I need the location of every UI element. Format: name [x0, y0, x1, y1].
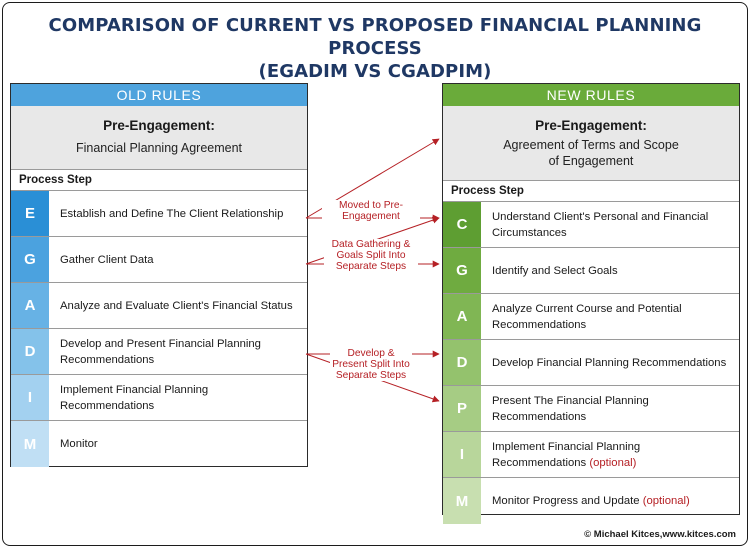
old-step-text: Analyze and Evaluate Client's Financial …	[60, 299, 293, 312]
page-title: COMPARISON OF CURRENT VS PROPOSED FINANC…	[0, 14, 750, 83]
old-step-row: I Implement Financial Planning Recommend…	[11, 375, 307, 421]
new-step-letter: P	[443, 386, 481, 431]
new-step-main-text: Analyze Current Course and Potential Rec…	[492, 302, 682, 331]
old-step-letter: M	[11, 421, 49, 467]
old-step-text: Monitor	[60, 438, 98, 450]
new-process-step-label: Process Step	[443, 181, 739, 202]
title-line-2: (EGADIM VS CGADPIM)	[258, 61, 492, 82]
old-step-text: Develop and Present Financial Planning R…	[60, 337, 261, 366]
new-step-row: M Monitor Progress and Update (optional)	[443, 478, 739, 524]
new-step-main-text: Present The Financial Planning Recommend…	[492, 394, 649, 423]
label-data-gathering-split: Data Gathering & Goals Split Into Separa…	[324, 239, 418, 272]
new-step-text: Monitor Progress and Update (optional)	[492, 478, 737, 524]
old-process-step-label: Process Step	[11, 170, 307, 191]
new-step-row: G Identify and Select Goals	[443, 248, 739, 294]
old-pre-engagement-title: Pre-Engagement:	[103, 118, 215, 133]
new-step-text-part: Monitor Progress and Update	[492, 495, 640, 507]
new-step-row: P Present The Financial Planning Recomme…	[443, 386, 739, 432]
new-pre-engagement: Pre-Engagement: Agreement of Terms and S…	[443, 106, 739, 181]
new-step-row: I Implement Financial Planning Recommend…	[443, 432, 739, 478]
new-step-main-text: Understand Client's Personal and Financi…	[492, 210, 709, 239]
new-step-text: Develop Financial Planning Recommendatio…	[492, 340, 737, 385]
old-step-letter: A	[11, 283, 49, 328]
old-step-row: A Analyze and Evaluate Client's Financia…	[11, 283, 307, 329]
new-rules-header: NEW RULES	[443, 84, 739, 106]
old-step-text: Implement Financial Planning Recommendat…	[60, 383, 209, 412]
new-step-text: Identify and Select Goals	[492, 248, 737, 293]
title-line-1: COMPARISON OF CURRENT VS PROPOSED FINANC…	[48, 15, 702, 59]
old-rules-header: OLD RULES	[11, 84, 307, 106]
old-step-row: E Establish and Define The Client Relati…	[11, 191, 307, 237]
old-step-row: M Monitor	[11, 421, 307, 467]
new-step-letter: G	[443, 248, 481, 293]
old-step-row: D Develop and Present Financial Planning…	[11, 329, 307, 375]
old-step-text: Gather Client Data	[60, 253, 154, 266]
new-step-text: Understand Client's Personal and Financi…	[492, 202, 737, 247]
credit-site[interactable]: www.kitces.com	[662, 529, 736, 540]
old-step-letter: D	[11, 329, 49, 374]
new-step-text-part: Implement Financial Planning Recommendat…	[492, 440, 641, 469]
credit-author: © Michael Kitces,	[584, 529, 663, 540]
optional-tag: (optional)	[642, 495, 690, 507]
old-rules-panel: OLD RULES Pre-Engagement: Financial Plan…	[10, 83, 308, 467]
new-pre-engagement-subtitle: Agreement of Terms and Scope of Engageme…	[503, 138, 679, 168]
credit-line: © Michael Kitces,www.kitces.com	[584, 529, 736, 540]
new-step-letter: A	[443, 294, 481, 339]
new-step-row: D Develop Financial Planning Recommendat…	[443, 340, 739, 386]
new-step-text: Implement Financial Planning Recommendat…	[492, 432, 737, 477]
new-rules-panel: NEW RULES Pre-Engagement: Agreement of T…	[442, 83, 740, 524]
old-step-row: G Gather Client Data	[11, 237, 307, 283]
new-step-letter: D	[443, 340, 481, 385]
new-step-text: Analyze Current Course and Potential Rec…	[492, 294, 737, 339]
label-moved-to-pre-engagement: Moved to Pre-Engagement	[322, 200, 420, 222]
new-step-letter: C	[443, 202, 481, 247]
label-develop-present-split: Develop & Present Split Into Separate St…	[330, 348, 412, 381]
new-pre-engagement-title: Pre-Engagement:	[535, 118, 647, 133]
old-pre-engagement-subtitle: Financial Planning Agreement	[75, 141, 243, 155]
new-step-row: C Understand Client's Personal and Finan…	[443, 202, 739, 248]
optional-tag: (optional)	[589, 456, 637, 469]
new-step-main-text: Monitor Progress and Update (optional)	[492, 493, 690, 509]
old-step-letter: I	[11, 375, 49, 420]
new-step-row: A Analyze Current Course and Potential R…	[443, 294, 739, 340]
old-pre-engagement: Pre-Engagement: Financial Planning Agree…	[11, 106, 307, 170]
new-step-text: Present The Financial Planning Recommend…	[492, 386, 737, 431]
new-step-main-text: Identify and Select Goals	[492, 264, 618, 277]
old-step-text: Establish and Define The Client Relation…	[60, 207, 284, 220]
new-step-letter: M	[443, 478, 481, 524]
old-step-letter: E	[11, 191, 49, 236]
new-step-main-text: Develop Financial Planning Recommendatio…	[492, 356, 727, 369]
new-step-main-text: Implement Financial Planning Recommendat…	[492, 439, 737, 471]
new-step-letter: I	[443, 432, 481, 477]
old-step-letter: G	[11, 237, 49, 282]
